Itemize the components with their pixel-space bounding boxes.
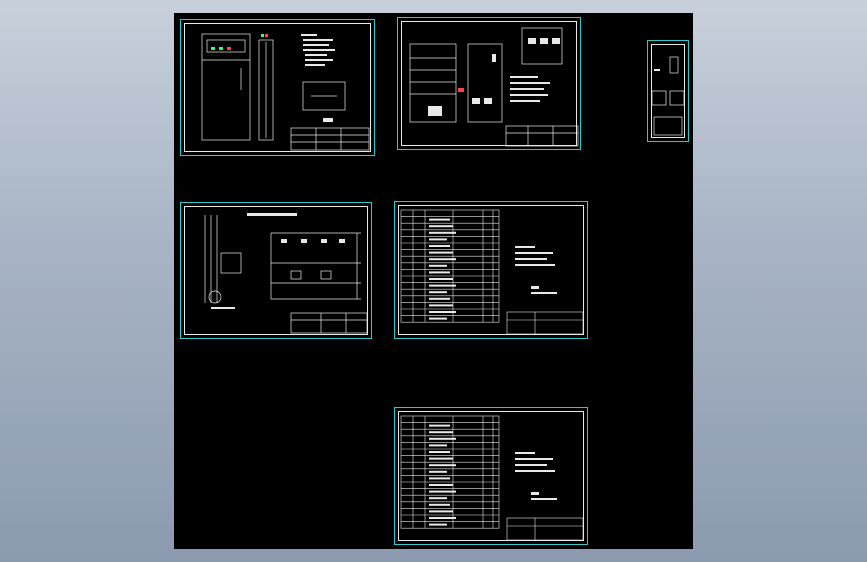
drawing-canvas[interactable] [174,13,693,549]
sheet-parts-list-2[interactable] [394,407,588,545]
parts-table-2 [400,415,584,541]
sheet-border [398,411,584,541]
sheet-border [651,44,685,138]
sheet-wiring-diagram[interactable] [180,202,372,339]
sheet-border [401,21,577,146]
sheet-cabinet-layout[interactable] [397,17,581,150]
sheet-parts-list-1[interactable] [394,201,588,339]
parts-table-1 [400,209,584,335]
side-view-drawing [651,56,685,136]
sheet-border [398,205,584,335]
sheet-border [184,23,371,152]
sheet-side-view[interactable] [647,40,689,142]
sheet-border [184,206,368,335]
cabinet-front-drawing [201,33,370,151]
panel-layout-drawing [409,27,579,147]
sheet-cabinet-front[interactable] [180,19,375,156]
schematic-drawing [204,213,368,334]
